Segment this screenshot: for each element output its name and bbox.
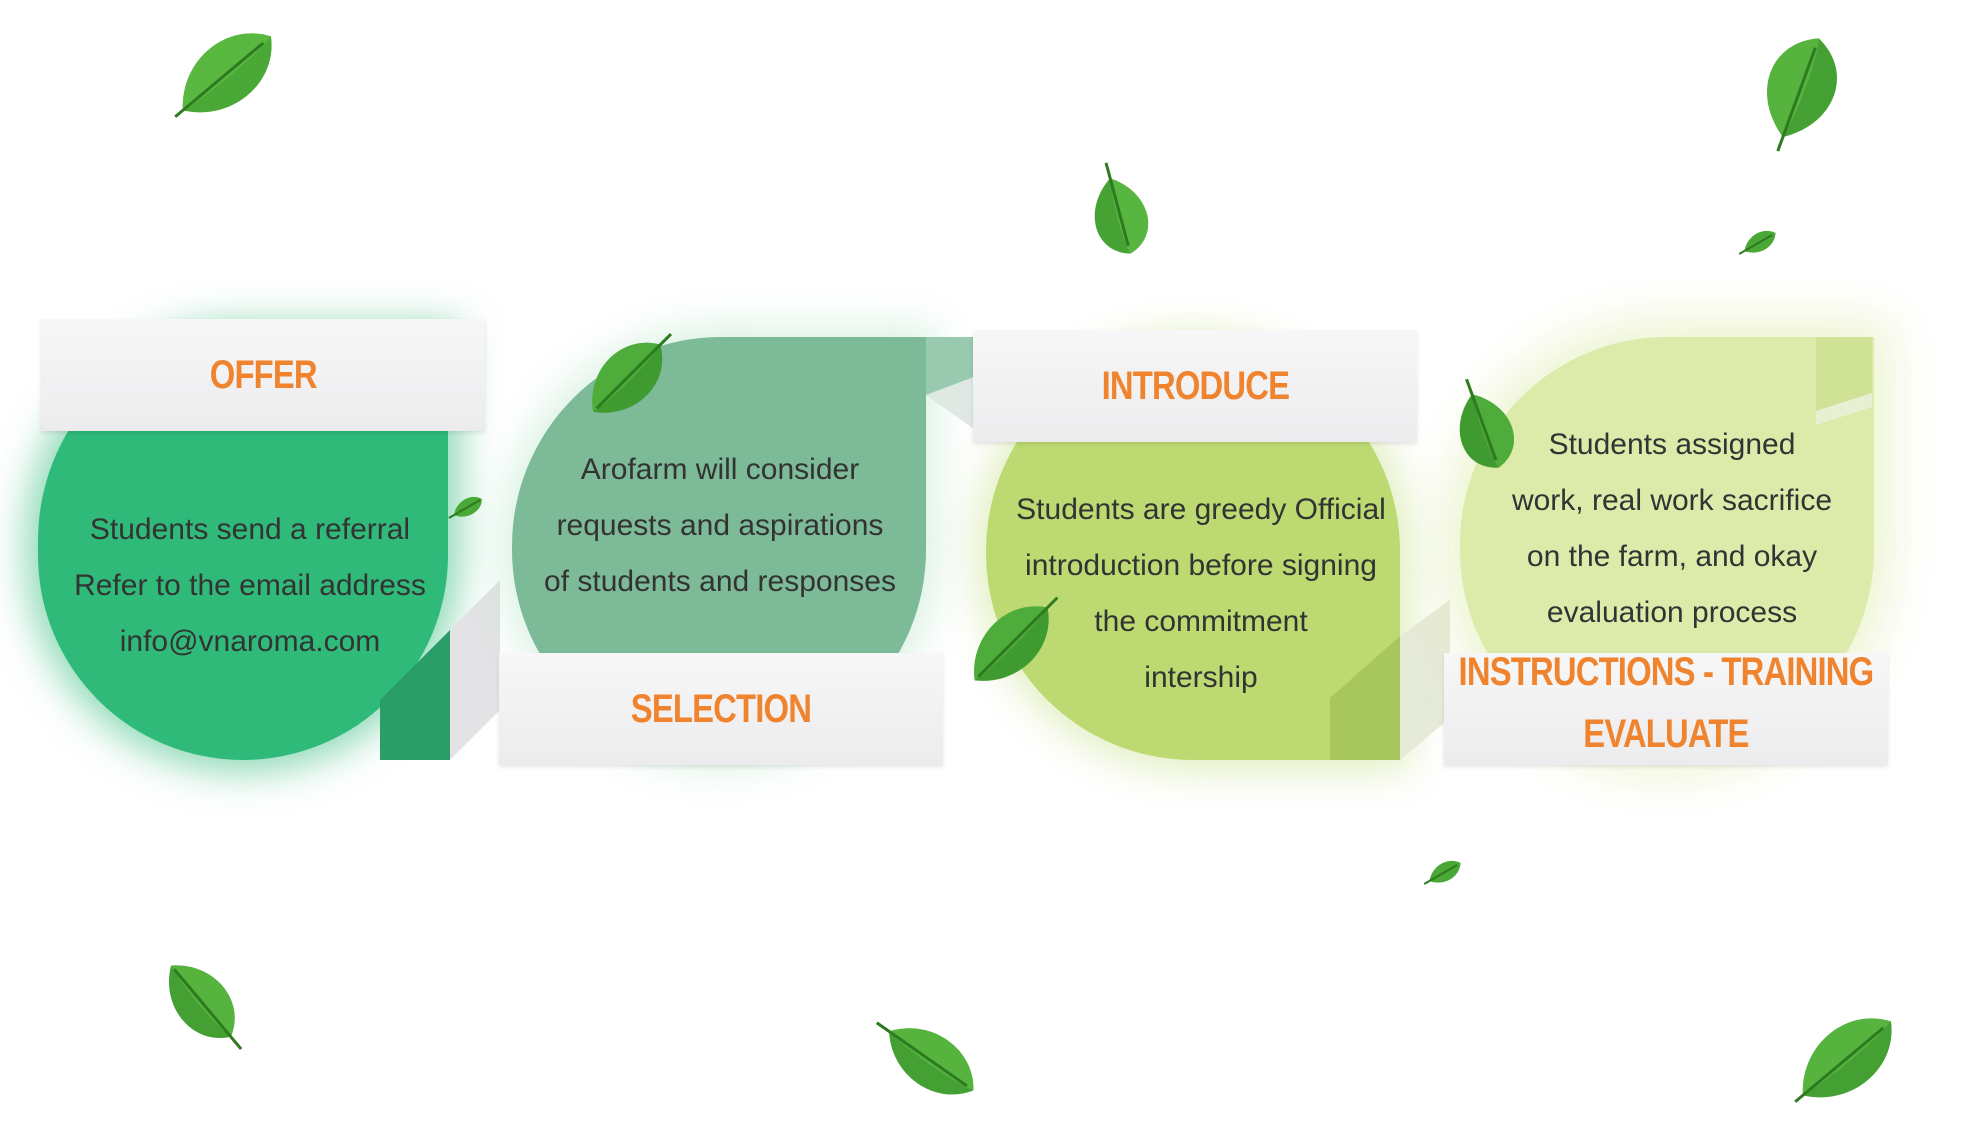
step-training-line-4: evaluation process bbox=[1546, 596, 1798, 629]
step-offer-fold bbox=[380, 580, 500, 760]
step-introduce-line-4: intership bbox=[1144, 661, 1258, 694]
step-selection-line-3: of students and responses bbox=[544, 565, 896, 598]
step-introduce-fold bbox=[1330, 600, 1450, 760]
basil-leaf-icon bbox=[1094, 162, 1149, 254]
step-introduce-line-2: introduction before signing bbox=[1025, 549, 1377, 582]
basil-leaf-icon bbox=[875, 1021, 974, 1095]
step-offer-label: OFFER bbox=[209, 353, 317, 397]
step-offer-line-1: Students send a referral bbox=[89, 513, 411, 546]
step-introduce-label-box: INTRODUCE bbox=[973, 330, 1417, 442]
basil-leaf-icon bbox=[1794, 1018, 1892, 1103]
step-selection-line-2: requests and aspirations bbox=[556, 509, 884, 542]
step-offer-description: Students send a referral Refer to the em… bbox=[38, 502, 462, 670]
step-offer-line-2: Refer to the email address bbox=[74, 569, 426, 602]
basil-leaf-icon bbox=[448, 496, 482, 519]
step-introduce-description: Students are greedy Official introductio… bbox=[984, 482, 1418, 706]
basil-leaf-icon bbox=[174, 33, 272, 118]
basil-leaf-icon bbox=[1423, 860, 1461, 885]
step-selection-line-1: Arofarm will consider bbox=[580, 453, 860, 486]
basil-leaf-icon bbox=[1767, 38, 1837, 152]
basil-leaf-icon bbox=[169, 965, 243, 1050]
step-introduce-line-1: Students are greedy Official bbox=[1016, 493, 1386, 526]
step-offer-label-box: OFFER bbox=[41, 319, 485, 431]
step-training-label-line-2: EVALUATE bbox=[1583, 712, 1749, 756]
step-training-label-line-1: INSTRUCTIONS - TRAINING bbox=[1458, 650, 1875, 694]
step-offer-line-3: info@vnaroma.com bbox=[119, 625, 381, 658]
step-training-line-3: on the farm, and okay bbox=[1526, 540, 1818, 573]
step-training-label-box: INSTRUCTIONS - TRAINING EVALUATE bbox=[1444, 650, 1888, 765]
step-training-fold bbox=[1816, 337, 1872, 425]
step-training-label: INSTRUCTIONS - TRAINING EVALUATE bbox=[1458, 641, 1875, 765]
basil-leaf-icon bbox=[1459, 378, 1514, 468]
step-selection-description: Arofarm will consider requests and aspir… bbox=[508, 442, 932, 610]
step-training-line-2: work, real work sacrifice bbox=[1511, 484, 1833, 517]
step-training-line-1: Students assigned bbox=[1548, 428, 1796, 461]
step-introduce-line-3: the commitment bbox=[1094, 605, 1308, 638]
basil-leaf-icon bbox=[592, 332, 673, 413]
step-training-description: Students assigned work, real work sacrif… bbox=[1455, 417, 1889, 641]
basil-leaf-icon bbox=[1738, 230, 1776, 255]
basil-leaf-icon bbox=[974, 596, 1059, 681]
step-selection-label-box: SELECTION bbox=[499, 653, 943, 765]
step-introduce-label: INTRODUCE bbox=[1101, 364, 1289, 408]
step-selection-label: SELECTION bbox=[630, 687, 812, 731]
